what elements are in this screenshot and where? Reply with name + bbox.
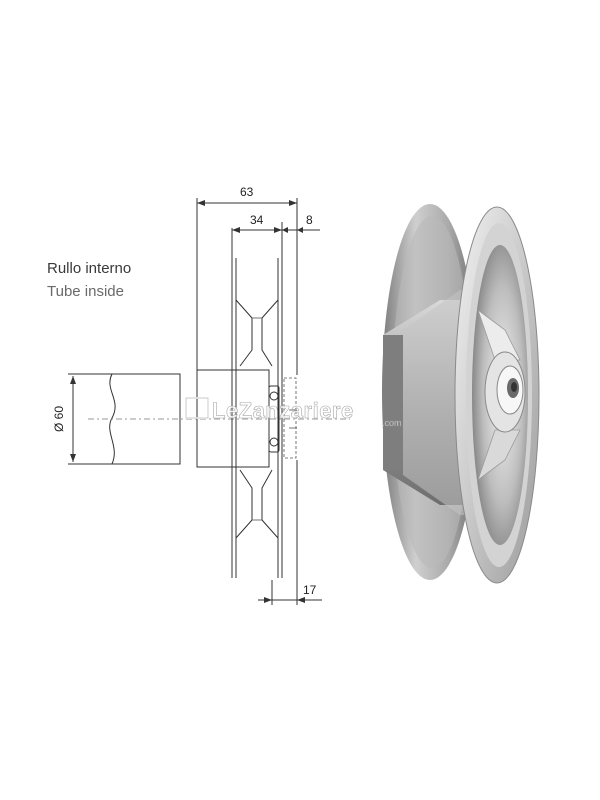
watermark-brand: LeZanzariere bbox=[212, 398, 354, 423]
watermark: LeZanzariere .com bbox=[185, 397, 402, 428]
tube-drawing bbox=[88, 373, 350, 465]
dimension-diameter: Ø 60 bbox=[52, 373, 112, 465]
label-english: Tube inside bbox=[47, 283, 124, 300]
dim-8-text: 8 bbox=[306, 213, 313, 227]
dimension-63: 63 bbox=[196, 185, 298, 375]
dim-diameter-text: Ø 60 bbox=[52, 406, 66, 432]
dim-17-text: 17 bbox=[303, 583, 317, 597]
dimension-34: 34 bbox=[231, 213, 282, 260]
dimension-17: 17 bbox=[258, 460, 322, 605]
dim-63-text: 63 bbox=[240, 185, 254, 199]
pulley-render bbox=[382, 204, 540, 584]
dim-34-text: 34 bbox=[250, 213, 264, 227]
watermark-domain: .com bbox=[382, 418, 402, 428]
label-italian: Rullo interno bbox=[47, 260, 132, 277]
dimension-8: 8 bbox=[281, 213, 320, 280]
